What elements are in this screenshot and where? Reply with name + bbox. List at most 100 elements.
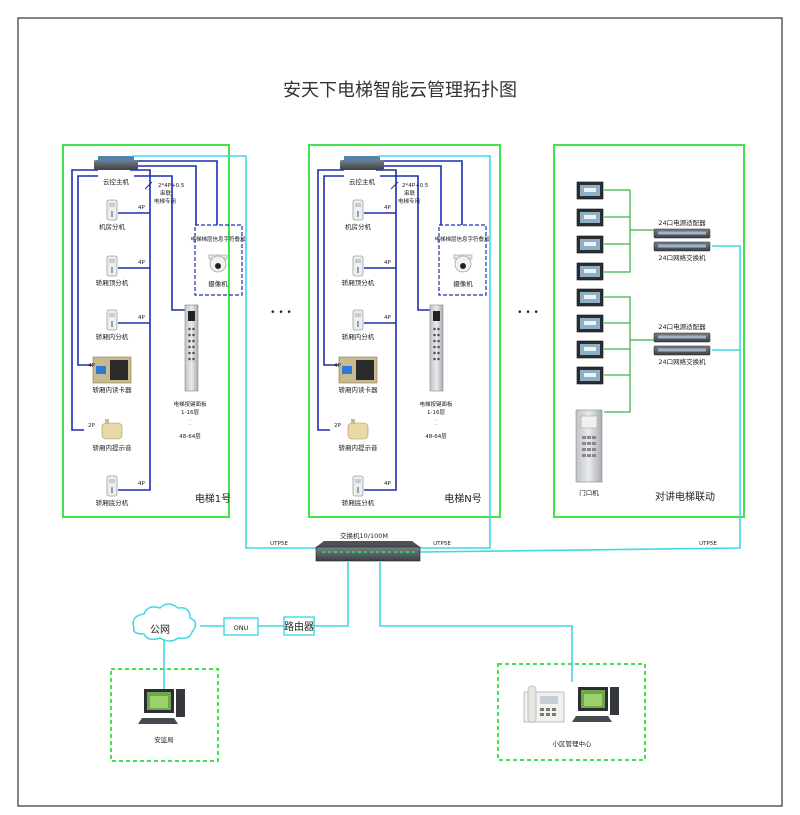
svg-text:·: · xyxy=(189,418,191,424)
machine-room-label-n: 机房分机 xyxy=(345,222,372,231)
floors-bottom-label-1: 48-64层 xyxy=(179,433,201,440)
cable-note3-1: 电梯专用 xyxy=(154,197,176,205)
floors-top-label-n: 1-16层 xyxy=(427,409,445,416)
speaker-1 xyxy=(101,419,123,440)
network-switch-icon xyxy=(653,241,711,252)
wire-4p-label: 4P xyxy=(384,481,391,487)
monitor-icon xyxy=(576,208,604,227)
phone-icon xyxy=(352,199,364,221)
monitor-icon xyxy=(576,340,604,359)
switch-label-2: 24口网络交换机 xyxy=(658,357,706,366)
cloud-host-1 xyxy=(94,156,138,170)
power-adapter-icon xyxy=(653,332,711,343)
cable-note2-1: 串联 xyxy=(160,189,172,197)
svg-text:·: · xyxy=(435,422,437,428)
monitor-icon xyxy=(576,366,604,385)
phone-icon xyxy=(106,199,118,221)
monitor-icon xyxy=(576,288,604,307)
wire-4p-label: 4P xyxy=(138,315,145,321)
speaker-n xyxy=(347,419,369,440)
cloud-host-n xyxy=(340,156,384,170)
cloud-label: 公网 xyxy=(150,624,170,636)
floors-bottom-label-n: 48-64层 xyxy=(425,433,447,440)
intercom-wiring xyxy=(604,189,654,413)
ellipsis-1: • • • xyxy=(270,308,292,318)
cable-note-n: 2*4P+0.5 xyxy=(402,183,429,189)
core-switch-icon xyxy=(315,541,421,562)
elevator-n-panel xyxy=(308,144,501,518)
wire-2p-label: 2P xyxy=(88,423,95,429)
monitor-icon xyxy=(576,181,604,200)
elevator-1-panel xyxy=(62,144,230,518)
camera-box-n xyxy=(438,224,487,296)
phone-icon xyxy=(106,255,118,277)
wire-4p-label: 4P xyxy=(334,363,341,369)
utp-label-3: UTP5E xyxy=(699,541,717,547)
police-box xyxy=(110,668,219,762)
wire-4p-label: 4P xyxy=(138,260,145,266)
button-panel-label-1: 电梯按键面板 xyxy=(173,400,207,408)
pit-label-1: 轿厢底分机 xyxy=(96,498,129,507)
car-inside-label-n: 轿厢内分机 xyxy=(342,332,375,341)
car-top-label-1: 轿厢顶分机 xyxy=(96,278,129,287)
network-switch-icon xyxy=(653,345,711,356)
monitor-icon xyxy=(576,314,604,333)
utp-label-2: UTP5E xyxy=(433,541,451,547)
wire-4p-label: 4P xyxy=(138,205,145,211)
machine-room-label-1: 机房分机 xyxy=(99,222,126,231)
elevator-n-name: 电梯N号 xyxy=(444,492,481,505)
wire-4p-label: 4P xyxy=(384,205,391,211)
camera-box-label-n: 电梯梯层信息字符叠加 xyxy=(434,235,489,243)
camera-box-label-1: 电梯梯层信息字符叠加 xyxy=(190,235,245,243)
page-title: 安天下电梯智能云管理拓扑图 xyxy=(283,80,517,101)
intercom-panel xyxy=(553,144,745,518)
card-reader-1 xyxy=(92,356,132,384)
cloud-host-label-n: 云控主机 xyxy=(349,177,376,186)
card-reader-label-1: 轿厢内读卡器 xyxy=(93,385,133,394)
onu-label: ONU xyxy=(234,624,249,632)
wire-2p-label: 2P xyxy=(334,423,341,429)
police-label: 安监局 xyxy=(154,735,174,744)
mgmt-box xyxy=(497,663,646,761)
camera-box-1 xyxy=(194,224,243,296)
elevator-n-wiring xyxy=(317,160,463,491)
computer-icon xyxy=(138,689,185,724)
cable-note2-n: 串联 xyxy=(404,189,416,197)
cable-note-1: 2*4P+0.5 xyxy=(158,183,185,189)
door-station-label: 门口机 xyxy=(579,488,599,497)
core-switch-label: 交换机10/100M xyxy=(340,531,388,540)
camera-label-1: 摄像机 xyxy=(208,279,228,288)
svg-text:·: · xyxy=(435,418,437,424)
power-adapter-icon xyxy=(653,228,711,239)
mgmt-label: 小区管理中心 xyxy=(553,739,593,748)
phone-icon xyxy=(352,255,364,277)
cable-note3-n: 电梯专用 xyxy=(398,197,420,205)
camera-label-n: 摄像机 xyxy=(453,279,473,288)
phone-icon xyxy=(106,475,118,497)
card-reader-label-n: 轿厢内读卡器 xyxy=(339,385,379,394)
intercom-panel-name: 对讲电梯联动 xyxy=(655,490,715,503)
floors-top-label-1: 1-16层 xyxy=(181,409,199,416)
management-phone-icon xyxy=(523,685,565,723)
ellipsis-2: • • • xyxy=(517,308,539,318)
car-inside-label-1: 轿厢内分机 xyxy=(96,332,129,341)
router-box xyxy=(283,616,315,636)
cloud-icon xyxy=(132,603,197,642)
monitor-icon xyxy=(576,262,604,281)
card-reader-n xyxy=(338,356,378,384)
elevator-1-name: 电梯1号 xyxy=(195,492,231,505)
phone-icon xyxy=(352,475,364,497)
monitor-icon xyxy=(576,235,604,254)
switch-label-1: 24口网络交换机 xyxy=(658,253,706,262)
network-cables xyxy=(132,155,741,690)
router-label: 路由器 xyxy=(284,620,314,633)
camera-icon xyxy=(453,254,473,273)
door-station-icon xyxy=(575,409,603,483)
wire-4p-label: 4P xyxy=(88,363,95,369)
phone-icon xyxy=(352,309,364,331)
adapter-label-1: 24口电源适配器 xyxy=(658,218,706,227)
speaker-label-n: 轿厢内提示音 xyxy=(339,443,379,452)
elevator-1-wiring xyxy=(71,160,218,491)
svg-text:·: · xyxy=(189,422,191,428)
camera-icon xyxy=(208,254,228,273)
